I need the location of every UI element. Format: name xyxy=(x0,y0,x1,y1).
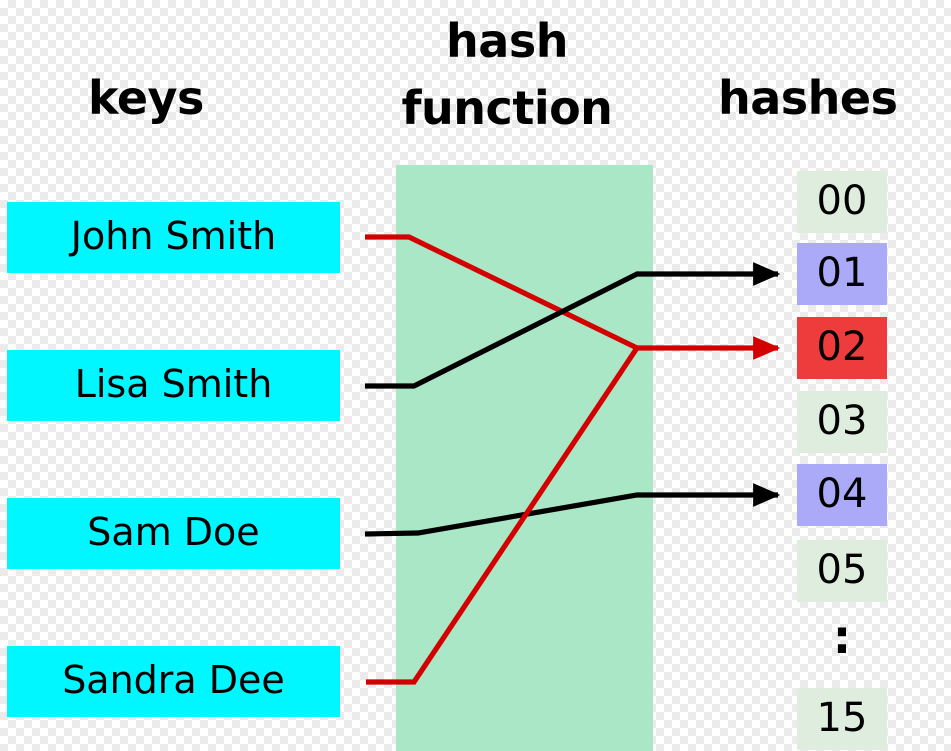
hash-label: 01 xyxy=(816,250,868,296)
hash-function-band xyxy=(396,165,653,751)
key-box-sandra-dee: Sandra Dee xyxy=(7,646,340,717)
hash-table-ellipsis: : xyxy=(832,610,852,665)
hash-label: 15 xyxy=(816,695,868,741)
column-heading-hashes: hashes xyxy=(718,71,898,125)
column-heading-keys: keys xyxy=(88,71,204,125)
hash-label: 03 xyxy=(816,398,868,444)
hash-label: 02 xyxy=(816,324,868,370)
hash-label: 04 xyxy=(816,471,868,517)
hash-cell-02: 02 xyxy=(797,317,887,379)
hash-cell-15: 15 xyxy=(797,688,887,750)
hash-cell-03: 03 xyxy=(797,391,887,453)
hash-cell-00: 00 xyxy=(797,171,887,233)
key-label: Sandra Dee xyxy=(62,658,285,702)
key-box-john-smith: John Smith xyxy=(7,202,340,273)
key-box-sam-doe: Sam Doe xyxy=(7,498,340,569)
hash-cell-04: 04 xyxy=(797,464,887,526)
key-label: John Smith xyxy=(70,214,277,258)
key-label: Sam Doe xyxy=(87,510,260,554)
hash-cell-05: 05 xyxy=(797,540,887,602)
key-label: Lisa Smith xyxy=(74,362,273,406)
key-box-lisa-smith: Lisa Smith xyxy=(7,350,340,421)
hash-label: 05 xyxy=(816,547,868,593)
hash-cell-01: 01 xyxy=(797,243,887,305)
column-heading-hash-function: hash function xyxy=(401,14,613,135)
hash-label: 00 xyxy=(816,178,868,224)
